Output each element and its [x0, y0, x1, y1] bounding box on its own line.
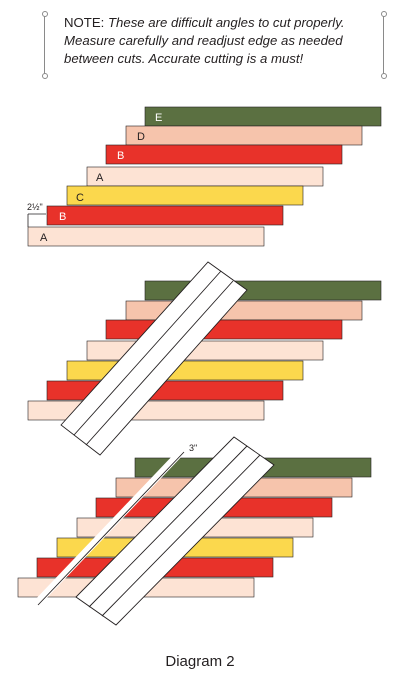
strip-label: E [155, 112, 162, 124]
strip-a-upper [86, 166, 324, 187]
panel-2-ruler [60, 261, 248, 456]
strip-b-upper [105, 144, 343, 165]
strip-label: B [59, 211, 66, 223]
strip-a-lower [27, 226, 265, 247]
cut-width-measure: 3" [189, 443, 197, 453]
note-text: NOTE: These are difficult angles to cut … [64, 14, 374, 68]
strip-width-measure: 2½" [27, 202, 46, 227]
strip-width-label: 2½" [27, 202, 43, 212]
note-corner-dot [42, 73, 48, 79]
strip-label: D [137, 131, 145, 143]
panel-3-ruler [37, 436, 275, 626]
panel-1-strips [27, 106, 382, 247]
note-left-bracket [44, 14, 45, 76]
ruler-line [88, 445, 248, 608]
strip-d [125, 125, 363, 146]
note-body: These are difficult angles to cut proper… [64, 15, 345, 66]
note-corner-dot [381, 73, 387, 79]
strip-label: A [96, 172, 104, 184]
note-corner-dot [42, 11, 48, 17]
strip-e [144, 106, 382, 127]
ruler-line [85, 280, 234, 446]
strip-b-lower [46, 205, 284, 226]
cut-edge-line [37, 451, 185, 606]
note-box [42, 11, 387, 79]
strip-label: B [117, 150, 124, 162]
strip-label: C [76, 192, 84, 204]
cut-width-label: 3" [189, 443, 197, 453]
strip-label: A [40, 232, 48, 244]
strip-b-lower [46, 380, 284, 401]
strip-c [66, 185, 304, 206]
strip-c [66, 360, 304, 381]
ruler-line [101, 454, 261, 617]
ruler-line [73, 270, 222, 436]
note-right-bracket [383, 14, 384, 76]
diagram-caption: Diagram 2 [165, 653, 235, 670]
note-corner-dot [381, 11, 387, 17]
panel-1-labels: E D B A C B A [40, 112, 162, 244]
ruler [60, 261, 248, 456]
note-lead: NOTE: [64, 15, 108, 30]
